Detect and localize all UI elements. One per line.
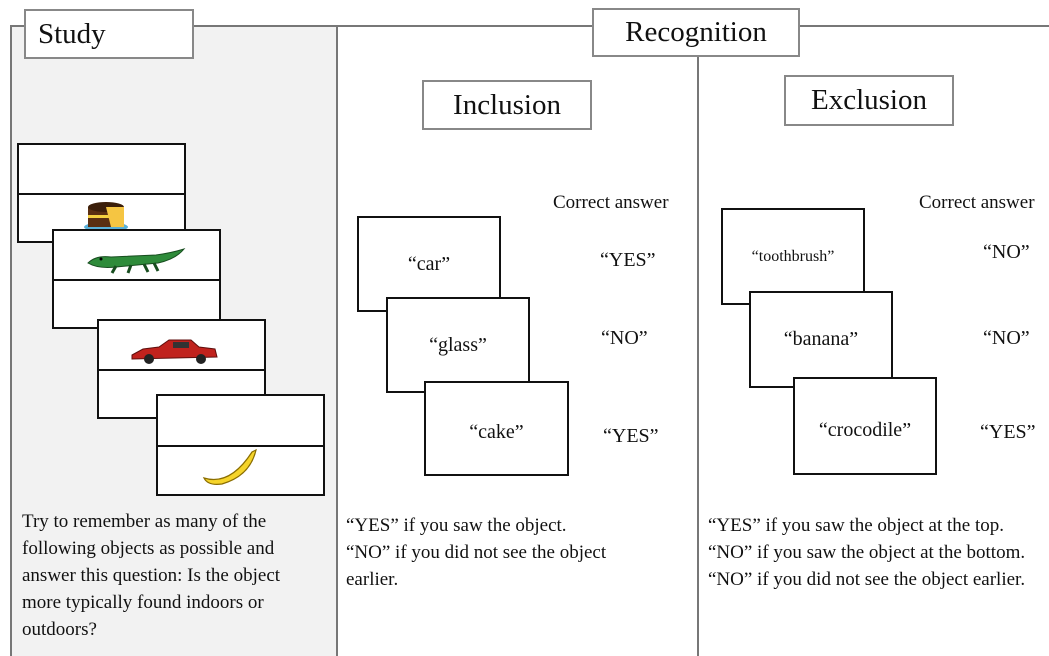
exclusion-title: Exclusion [784,75,954,126]
inclusion-answer-2: “NO” [601,327,648,349]
inclusion-rule-1: “YES” if you saw the object. [346,515,567,536]
banana-picture [202,448,257,485]
word-text: “cake” [469,421,524,443]
inclusion-answer-header: Correct answer [553,192,669,213]
cake-picture [84,202,128,232]
word-text: “glass” [429,333,487,356]
inclusion-rule-2: “NO” if you did not see the object earli… [346,542,607,590]
word-text: “crocodile” [818,419,912,441]
inclusion-title-text: Inclusion [453,88,561,121]
recognition-title: Recognition [592,8,800,57]
exclusion-title-text: Exclusion [811,84,927,116]
exclusion-answer-2: “NO” [983,327,1030,349]
inclusion-word-card-cake: “cake” [424,381,569,476]
inclusion-word-card-glass: “glass” [386,297,530,393]
study-card-banana [156,394,325,496]
card-divider [158,445,323,447]
exclusion-word-card-banana: “banana” [749,291,893,388]
card-divider [54,279,219,281]
study-title-text: Study [38,17,106,50]
card-divider [19,193,184,195]
word-text: “car” [407,252,451,275]
exclusion-rule-2: “NO” if you saw the object at the bottom… [708,542,1026,563]
panel-top-border [10,25,1049,27]
inclusion-title: Inclusion [422,80,592,130]
exclusion-word-card-toothbrush: “toothbrush” [721,208,865,305]
exclusion-rule-1: “YES” if you saw the object at the top. [708,515,1005,536]
exclusion-answer-1: “NO” [983,241,1030,263]
exclusion-answer-header: Correct answer [919,192,1035,213]
inclusion-word-card-car: “car” [357,216,501,312]
study-card-crocodile [52,229,221,329]
inclusion-rules: “YES” if you saw the object. “NO” if you… [346,512,656,593]
exclusion-rule-3: “NO” if you did not see the object earli… [708,569,1026,590]
exclusion-answer-3: “YES” [980,421,1036,443]
study-title: Study [24,9,194,59]
inclusion-answer-1: “YES” [600,249,656,271]
recognition-title-text: Recognition [625,16,767,48]
exclusion-word-card-crocodile: “crocodile” [793,377,937,475]
word-text: “toothbrush” [751,247,835,265]
exclusion-rules: “YES” if you saw the object at the top. … [708,512,1048,593]
study-instruction: Try to remember as many of the following… [22,511,281,640]
card-divider [99,369,264,371]
inclusion-answer-3: “YES” [603,425,659,447]
word-text: “banana” [783,328,859,350]
crocodile-picture [87,248,186,274]
car-picture [131,339,218,364]
study-card-cake [17,143,186,243]
